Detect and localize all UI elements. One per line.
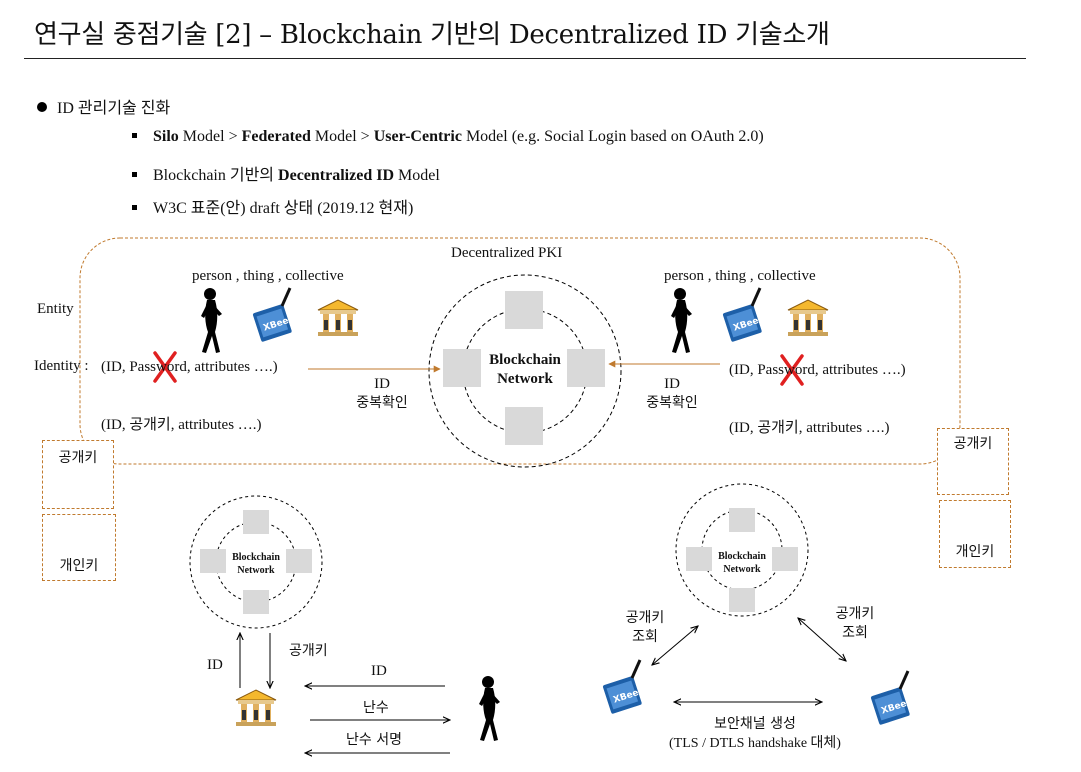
sub1-text-c: Model (e.g. Social Login based on OAuth … (461, 128, 764, 145)
sub1-bold-silo: Silo (153, 128, 179, 145)
ll-msg-nonce: 난수 (363, 700, 389, 716)
lr-bc-line1: Blockchain (718, 551, 766, 562)
bullet-dot-icon (37, 102, 47, 112)
id-check-left: ID 중복확인 (342, 375, 422, 413)
id-check-right-2: 중복확인 (646, 395, 698, 411)
page-title: 연구실 중점기술 [2] – Blockchain 기반의 Decentrali… (34, 20, 830, 50)
blockchain-network-label: Blockchain Network (470, 351, 580, 389)
ll-blockchain-label: Blockchain Network (216, 551, 296, 577)
square-bullet-icon (132, 133, 137, 138)
ll-down-label: 공개키 (289, 643, 328, 659)
public-key-box-left: 공개키 (42, 440, 114, 509)
public-key-box-right: 공개키 (937, 428, 1009, 495)
lr-lookup-right: 공개키 조회 (820, 605, 890, 643)
sub-bullet-1: Silo Model > Federated Model > User-Cent… (132, 128, 764, 146)
entity-label: Entity (37, 301, 74, 317)
square-bullet-icon (132, 205, 137, 210)
lr-lookup-right-2: 조회 (842, 625, 868, 641)
lr-blockchain-label: Blockchain Network (702, 550, 782, 576)
pki-label: Decentralized PKI (451, 245, 563, 261)
sub1-text-a: Model > (178, 128, 242, 145)
identity-label: Identity : (34, 358, 89, 374)
identity-old-left: (ID, Password, attributes ….) (101, 359, 278, 375)
sub2-text-b: Model (394, 167, 440, 184)
lr-bc-line2: Network (723, 564, 761, 575)
id-check-left-1: ID (374, 376, 390, 392)
private-key-box-left: 개인키 (42, 514, 116, 581)
ll-msg-signed-nonce: 난수 서명 (346, 732, 402, 748)
sub3-text: W3C 표준(안) draft 상태 (2019.12 현재) (153, 200, 414, 217)
lr-channel-1: 보안채널 생성 (714, 716, 796, 732)
lr-lookup-left-1: 공개키 (625, 610, 665, 626)
lr-secure-channel: 보안채널 생성 (TLS / DTLS handshake 대체) (630, 714, 880, 754)
lr-channel-2: (TLS / DTLS handshake 대체) (669, 736, 841, 751)
bc-line1: Blockchain (489, 352, 561, 368)
public-key-left-label: 공개키 (58, 450, 98, 466)
sub1-bold-user-centric: User-Centric (373, 128, 462, 145)
ll-bc-line2: Network (237, 565, 275, 576)
ll-msg-id: ID (371, 663, 387, 679)
square-bullet-icon (132, 172, 137, 177)
sub2-text-a: Blockchain 기반의 (153, 167, 279, 184)
identity-old-right: (ID, Password, attributes ….) (729, 362, 906, 378)
sub2-bold-did: Decentralized ID (278, 167, 394, 184)
sub1-text-b: Model > (310, 128, 374, 145)
ll-up-label: ID (207, 657, 223, 673)
lr-lookup-right-1: 공개키 (835, 606, 875, 622)
id-check-right: ID 중복확인 (632, 375, 712, 413)
identity-new-left: (ID, 공개키, attributes ….) (101, 417, 262, 433)
bc-line2: Network (497, 371, 553, 387)
private-key-left-label: 개인키 (59, 558, 99, 574)
title-divider (24, 58, 1026, 59)
entities-left: person , thing , collective (192, 268, 344, 284)
private-key-right-label: 개인키 (955, 544, 995, 560)
ll-bc-line1: Blockchain (232, 552, 280, 563)
lr-lookup-left: 공개키 조회 (610, 609, 680, 647)
sub-bullet-3: W3C 표준(안) draft 상태 (2019.12 현재) (132, 194, 413, 218)
private-key-box-right: 개인키 (939, 500, 1011, 568)
sub1-bold-federated: Federated (241, 128, 311, 145)
sub-bullet-2: Blockchain 기반의 Decentralized ID Model (132, 161, 440, 185)
id-check-left-2: 중복확인 (356, 395, 408, 411)
public-key-right-label: 공개키 (953, 436, 993, 452)
lr-lookup-left-2: 조회 (632, 629, 658, 645)
identity-new-right: (ID, 공개키, attributes ….) (729, 420, 890, 436)
main-bullet-text: ID 관리기술 진화 (57, 100, 171, 117)
id-check-right-1: ID (664, 376, 680, 392)
main-bullet: ID 관리기술 진화 (37, 94, 170, 118)
entities-right: person , thing , collective (664, 268, 816, 284)
